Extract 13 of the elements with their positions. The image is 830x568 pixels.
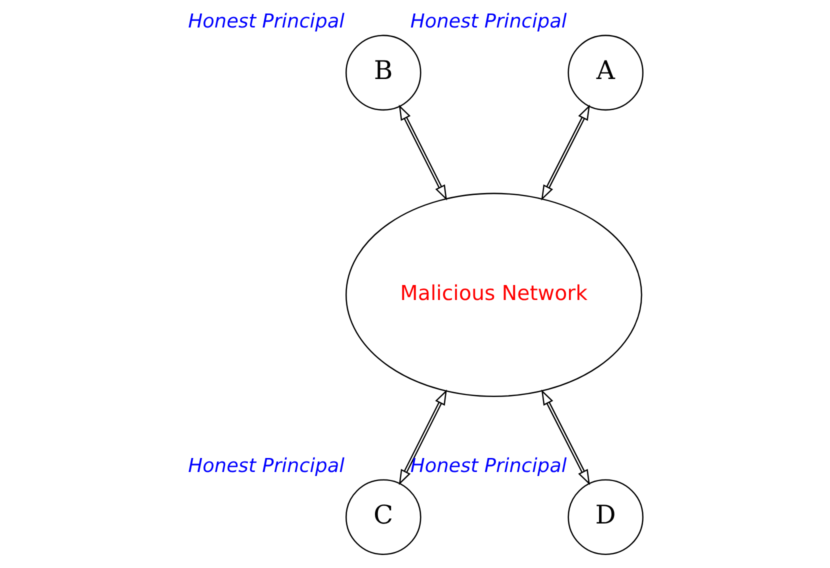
- arrow: [398, 390, 446, 486]
- arrow: [398, 104, 447, 201]
- arrow: [540, 390, 590, 486]
- node-label: Honest Principal: [410, 454, 566, 478]
- node-circle: A: [567, 34, 643, 111]
- node-circle: D: [567, 479, 643, 556]
- node-label: Honest Principal: [410, 10, 566, 33]
- node-label: Honest Principal: [188, 454, 344, 478]
- arrow: [540, 104, 590, 201]
- node-circle: C: [345, 479, 421, 556]
- node-circle: B: [345, 34, 421, 111]
- node-label: Honest Principal: [188, 10, 344, 33]
- node-ellipse: Malicious Network: [345, 192, 642, 398]
